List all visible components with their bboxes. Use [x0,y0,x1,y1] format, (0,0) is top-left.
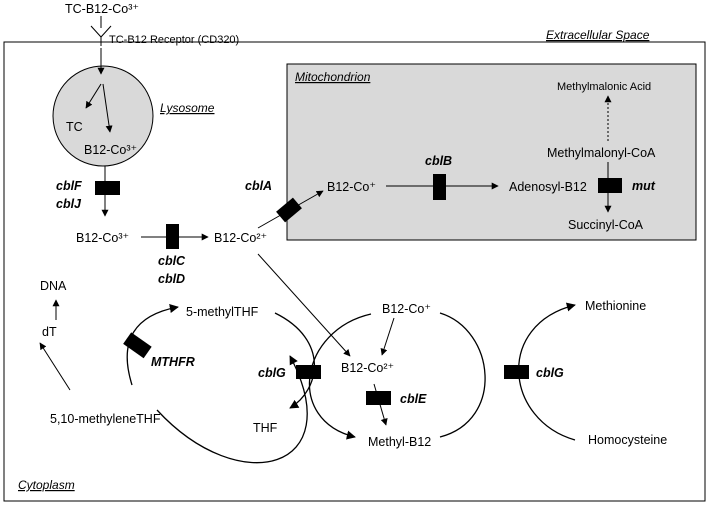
arrow-co1-to-co2 [380,317,395,356]
block-cble [366,391,391,405]
label-b12-co1-mito: B12-Co⁺ [327,180,376,194]
arc-methylene-to-methylthf [126,304,179,386]
label-receptor: TC-B12 Receptor (CD320) [109,34,239,46]
label-dna: DNA [40,279,67,293]
label-gene-cble: cblE [400,392,427,406]
label-methionine: Methionine [585,299,646,313]
label-adenosyl-b12: Adenosyl-B12 [509,180,587,194]
receptor-icon [90,25,112,46]
label-extracellular: Extracellular Space [546,28,650,42]
mitochondrion-compartment [286,63,697,241]
label-succinyl-coa: Succinyl-CoA [568,218,644,232]
label-homocysteine: Homocysteine [588,433,667,447]
label-b12-co2-top: B12-Co²⁺ [214,231,267,245]
label-gene-cblf: cblF [56,179,82,193]
label-gene-cblb: cblB [425,154,452,168]
label-gene-mthfr: MTHFR [151,355,195,369]
label-dt: dT [42,325,57,339]
label-gene-cblj: cblJ [56,197,82,211]
block-cbla [276,197,302,223]
label-b12-co3-cytoplasm: B12-Co³⁺ [76,231,129,245]
label-gene-cblg-left: cblG [258,366,286,380]
arrow-co2-to-co2-mid [257,253,351,357]
block-cblg-left [296,365,321,379]
block-mut [598,178,622,193]
lysosome-compartment [52,65,154,167]
block-cblb [433,174,446,200]
arrow-to-b12-co3-lyso [102,83,113,133]
label-5-methylthf: 5-methylTHF [186,305,259,319]
block-mthfr [123,332,152,359]
label-methyl-b12: Methyl-B12 [368,435,431,449]
label-gene-cbla: cblA [245,179,272,193]
label-methylmalonic-acid: Methylmalonic Acid [557,81,651,93]
label-thf: THF [253,421,278,435]
label-mitochondrion: Mitochondrion [295,70,371,84]
label-tc-b12-co3: TC-B12-Co³⁺ [65,2,139,16]
label-gene-cbld: cblD [158,272,185,286]
arc-thf-to-methylene [156,355,308,464]
label-tc: TC [66,120,83,134]
arc-methyl-to-co1 [439,312,486,438]
label-cytoplasm: Cytoplasm [18,478,75,492]
label-methylenethf: 5,10-methyleneTHF [50,412,161,426]
block-cblg-right [504,365,529,379]
label-b12-co1-cyto: B12-Co⁺ [382,302,431,316]
arrow-to-tc [85,83,102,109]
arc-methylthf-to-thf [274,312,315,409]
label-lysosome: Lysosome [160,101,215,115]
label-gene-cblg-right: cblG [536,366,564,380]
block-cblc-cbld [166,224,179,249]
label-gene-cblc: cblC [158,254,186,268]
label-b12-co3-lysosome: B12-Co³⁺ [84,143,137,157]
label-methylmalonyl-coa: Methylmalonyl-CoA [547,146,656,160]
block-cblf-cblj [95,181,120,195]
label-gene-mut: mut [632,179,656,193]
label-b12-co2-mid: B12-Co²⁺ [341,361,394,375]
arrow-methylene-to-dt [39,342,71,391]
